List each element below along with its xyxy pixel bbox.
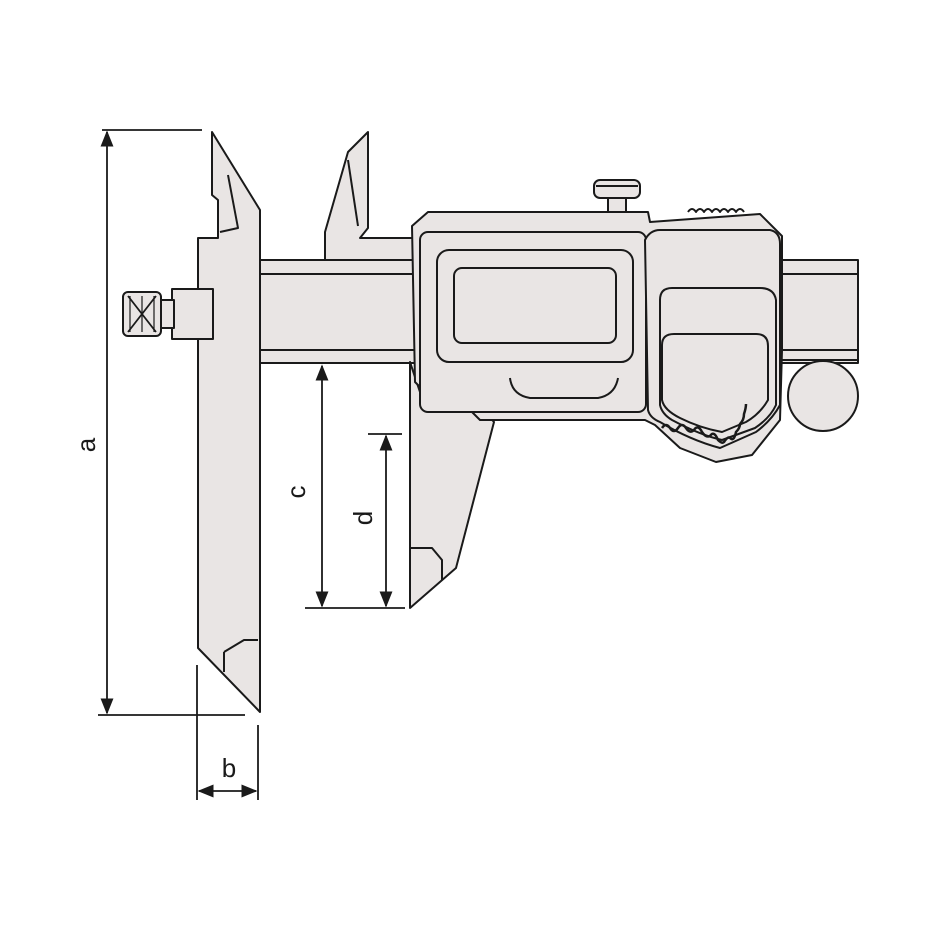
label-c: c <box>281 486 311 499</box>
top-button <box>593 179 641 213</box>
thumb-roller <box>780 359 859 432</box>
dimension-b <box>196 665 259 800</box>
inside-jaw <box>324 131 416 261</box>
fixed-jaw <box>197 131 261 713</box>
label-a: a <box>71 437 101 452</box>
lock-screw <box>122 288 214 340</box>
dimension-a <box>98 129 245 716</box>
dimension-d <box>368 433 402 608</box>
label-d: d <box>348 511 378 525</box>
dimension-c <box>305 364 405 609</box>
label-b: b <box>222 753 236 783</box>
slider-body <box>411 208 783 463</box>
